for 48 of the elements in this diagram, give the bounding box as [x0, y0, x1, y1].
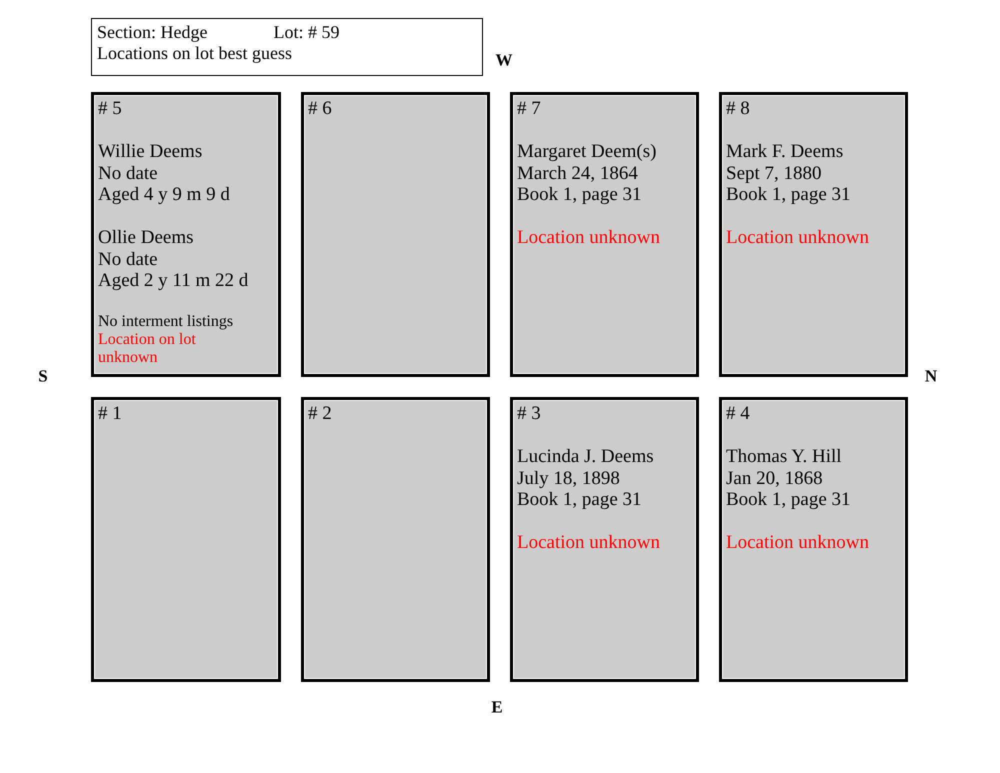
- plot-number: # 6: [308, 98, 332, 120]
- plot-number: # 5: [98, 98, 122, 120]
- record-text: Book 1, page 31: [726, 489, 851, 510]
- compass-letter: W: [496, 50, 512, 70]
- record-text: Aged 4 y 9 m 9 d: [98, 184, 230, 206]
- compass-letter: N: [924, 366, 938, 386]
- record-text: Ollie Deems: [98, 227, 194, 248]
- record-text: Book 1, page 31: [517, 184, 642, 206]
- plot-number: # 2: [308, 403, 332, 424]
- record-text: Thomas Y. Hill: [726, 446, 842, 468]
- plot-number: # 8: [726, 98, 750, 120]
- record-text: March 24, 1864: [517, 162, 638, 184]
- grave-plot: [301, 397, 490, 682]
- record-text: Book 1, page 31: [726, 184, 851, 206]
- record-text: Lucinda J. Deems: [517, 446, 654, 468]
- grave-plot: [510, 397, 699, 682]
- location-note: Location on lot unknown: [98, 331, 197, 367]
- grave-plot: [91, 92, 281, 377]
- section-name: Section: Hedge: [97, 22, 208, 43]
- grave-plot: [301, 92, 490, 377]
- record-text: Book 1, page 31: [517, 489, 642, 510]
- grave-plot: [91, 397, 281, 682]
- record-text: No date: [98, 248, 158, 270]
- plot-number: # 3: [517, 403, 541, 424]
- lot-number: Lot: # 59: [273, 22, 340, 43]
- record-text: Sept 7, 1880: [726, 162, 822, 184]
- location-note: Location unknown: [726, 532, 870, 554]
- record-text: Margaret Deem(s): [517, 141, 656, 162]
- grave-plot: [510, 92, 699, 377]
- header-box: [91, 18, 483, 76]
- record-text: Willie Deems: [98, 141, 202, 162]
- plot-number: # 7: [517, 98, 541, 120]
- location-note: Location unknown: [517, 532, 660, 554]
- compass-letter: S: [38, 366, 48, 386]
- location-note: Location unknown: [726, 227, 870, 248]
- note-text: Locations on lot best guess: [97, 43, 292, 64]
- compass-letter: E: [491, 698, 503, 716]
- record-text: July 18, 1898: [517, 468, 620, 489]
- plot-number: # 1: [98, 403, 122, 424]
- record-text: Jan 20, 1868: [726, 468, 823, 489]
- record-text: No date: [98, 162, 158, 184]
- grave-plot: [719, 397, 908, 682]
- plot-number: # 4: [726, 403, 750, 424]
- record-text: Aged 2 y 11 m 22 d: [98, 270, 248, 292]
- record-text: Mark F. Deems: [726, 141, 844, 162]
- note-text: No interment listings: [98, 313, 234, 331]
- grave-plot: [719, 92, 908, 377]
- location-note: Location unknown: [517, 227, 660, 248]
